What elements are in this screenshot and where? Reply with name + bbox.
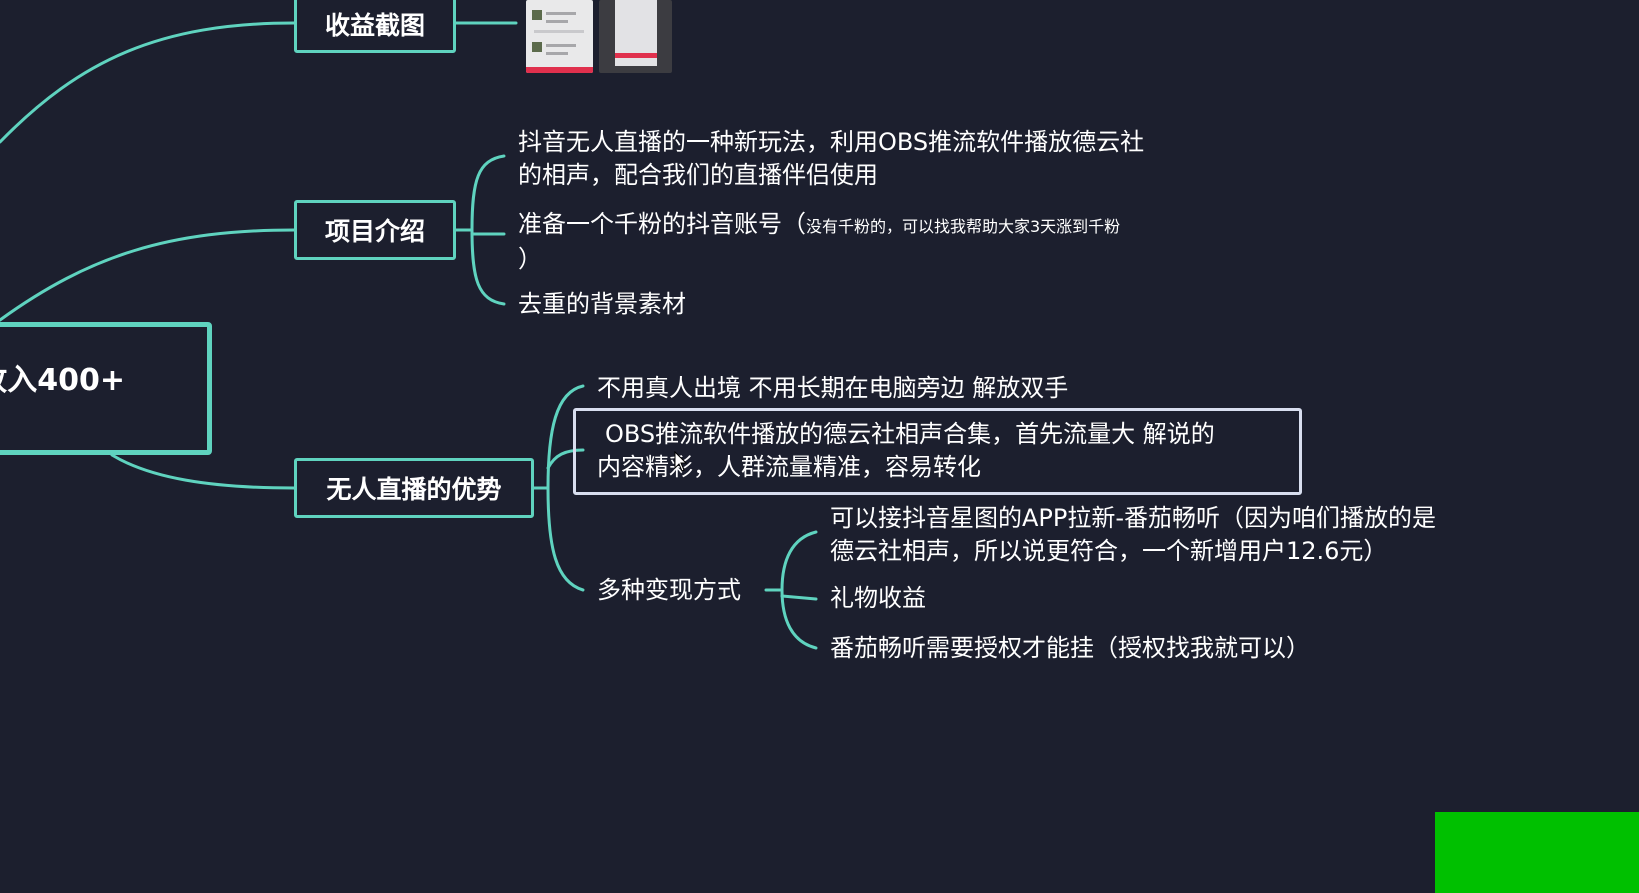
mouse-cursor-icon [674,451,688,472]
branch-advantages[interactable]: 无人直播的优势 [294,458,534,518]
advantage-item-2-line2: 内容精彩，人群流量精准，容易转化 [597,453,981,481]
monetization-item-3-line1: 番茄畅听需要授权才能挂（授权找我就可以） [830,634,1310,662]
root-label: 收入400+ [0,363,125,398]
monetization-item-xingtu[interactable]: 可以接抖音星图的APP拉新-番茄畅听（因为咱们播放的是 德云社相声，所以说更符合… [830,502,1436,568]
green-overlay-block [1435,812,1639,893]
selected-node-outline[interactable] [573,408,1302,495]
advantage-item-2-line1: OBS推流软件播放的德云社相声合集，首先流量大 解说的 [605,420,1215,448]
intro-item-obs-method[interactable]: 抖音无人直播的一种新玩法，利用OBS推流软件播放德云社 的相声，配合我们的直播伴… [518,126,1144,192]
advantage-item-1-line1: 不用真人出境 不用长期在电脑旁边 解放双手 [597,374,1069,402]
intro-item-2-line1: 准备一个千粉的抖音账号（ [518,210,806,238]
connector-intro-bracket [470,154,506,306]
branch-intro[interactable]: 项目介绍 [294,200,456,260]
branch-advantages-label: 无人直播的优势 [326,475,502,504]
intro-item-1-line1: 抖音无人直播的一种新玩法，利用OBS推流软件播放德云社 [518,128,1145,156]
intro-item-2-line2: ） [518,245,542,273]
monetization-item-1-line2: 德云社相声，所以说更符合，一个新增用户12.6元） [830,537,1388,565]
branch-intro-label: 项目介绍 [324,217,425,246]
connector-root-intro [0,228,296,322]
connector-root-advantages [110,453,296,490]
connector-adv-item2 [546,448,585,470]
monetization-item-2-line1: 礼物收益 [830,584,926,612]
income-screenshot-image-1[interactable] [526,0,593,73]
monetization-item-authorization[interactable]: 番茄畅听需要授权才能挂（授权找我就可以） [830,632,1310,665]
advantage-item-obs-content[interactable]: OBS推流软件播放的德云社相声合集，首先流量大 解说的 内容精彩，人群流量精准，… [597,418,1215,484]
advantage-item-3-line1: 多种变现方式 [597,576,741,604]
intro-item-1-line2: 的相声，配合我们的直播伴侣使用 [518,161,878,189]
advantage-item-hands-free[interactable]: 不用真人出境 不用长期在电脑旁边 解放双手 [597,372,1068,405]
branch-screenshots[interactable]: 收益截图 [294,0,456,53]
connector-monet-bracket [780,530,818,650]
monetization-item-1-line1: 可以接抖音星图的APP拉新-番茄畅听（因为咱们播放的是 [830,504,1437,532]
connector-root-screenshots [0,21,296,144]
intro-item-background[interactable]: 去重的背景素材 [518,288,686,321]
connector-monet-item2 [780,594,818,601]
intro-item-account[interactable]: 准备一个千粉的抖音账号（没有千粉的，可以找我帮助大家3天涨到千粉 ） [518,208,1120,276]
branch-screenshots-label: 收益截图 [324,10,425,40]
intro-item-3-line1: 去重的背景素材 [518,290,686,318]
root-node[interactable]: 收入400+ [0,322,212,455]
income-screenshot-image-2[interactable] [599,0,672,73]
connector-adv-bracket [546,384,585,592]
monetization-item-gifts[interactable]: 礼物收益 [830,582,926,615]
advantage-item-monetization[interactable]: 多种变现方式 [597,574,741,607]
intro-item-2-note: 没有千粉的，可以找我帮助大家3天涨到千粉 [806,217,1121,236]
